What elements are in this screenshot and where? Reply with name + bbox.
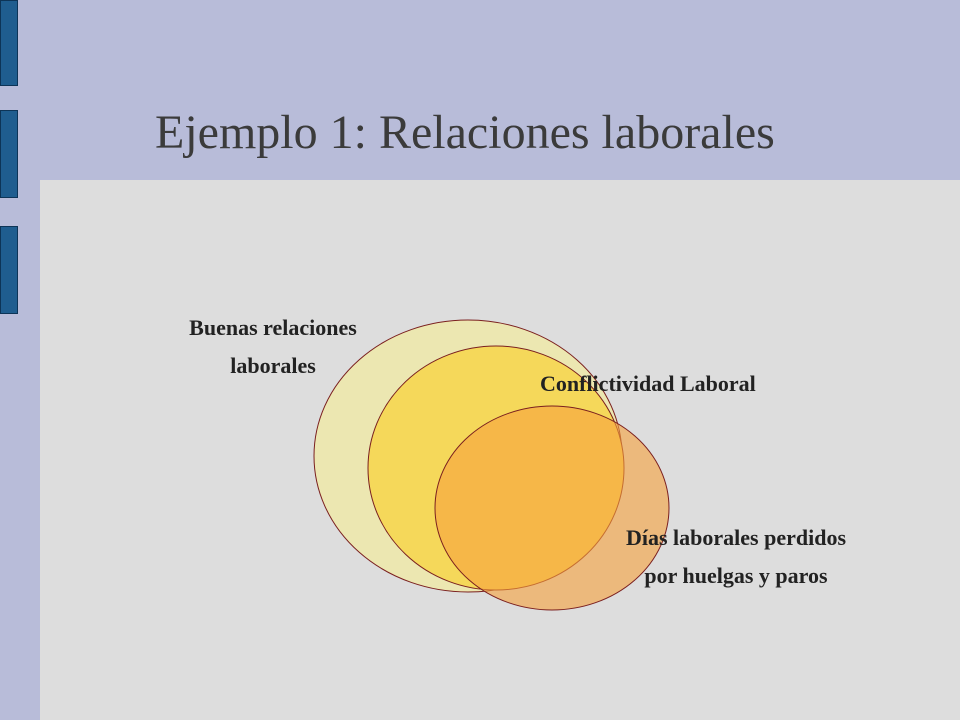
inner-circle-label: Días laborales perdidos por huelgas y pa…: [625, 525, 847, 588]
side-bar-bottom: [0, 226, 18, 314]
outer-circle-label: Buenas relaciones laborales: [189, 315, 357, 378]
side-bar-top: [0, 0, 18, 86]
side-bar-middle: [0, 110, 18, 198]
slide-title: Ejemplo 1: Relaciones laborales: [155, 106, 775, 159]
inner-circle: [434, 405, 670, 611]
middle-circle-label: Conflictividad Laboral: [540, 371, 756, 396]
